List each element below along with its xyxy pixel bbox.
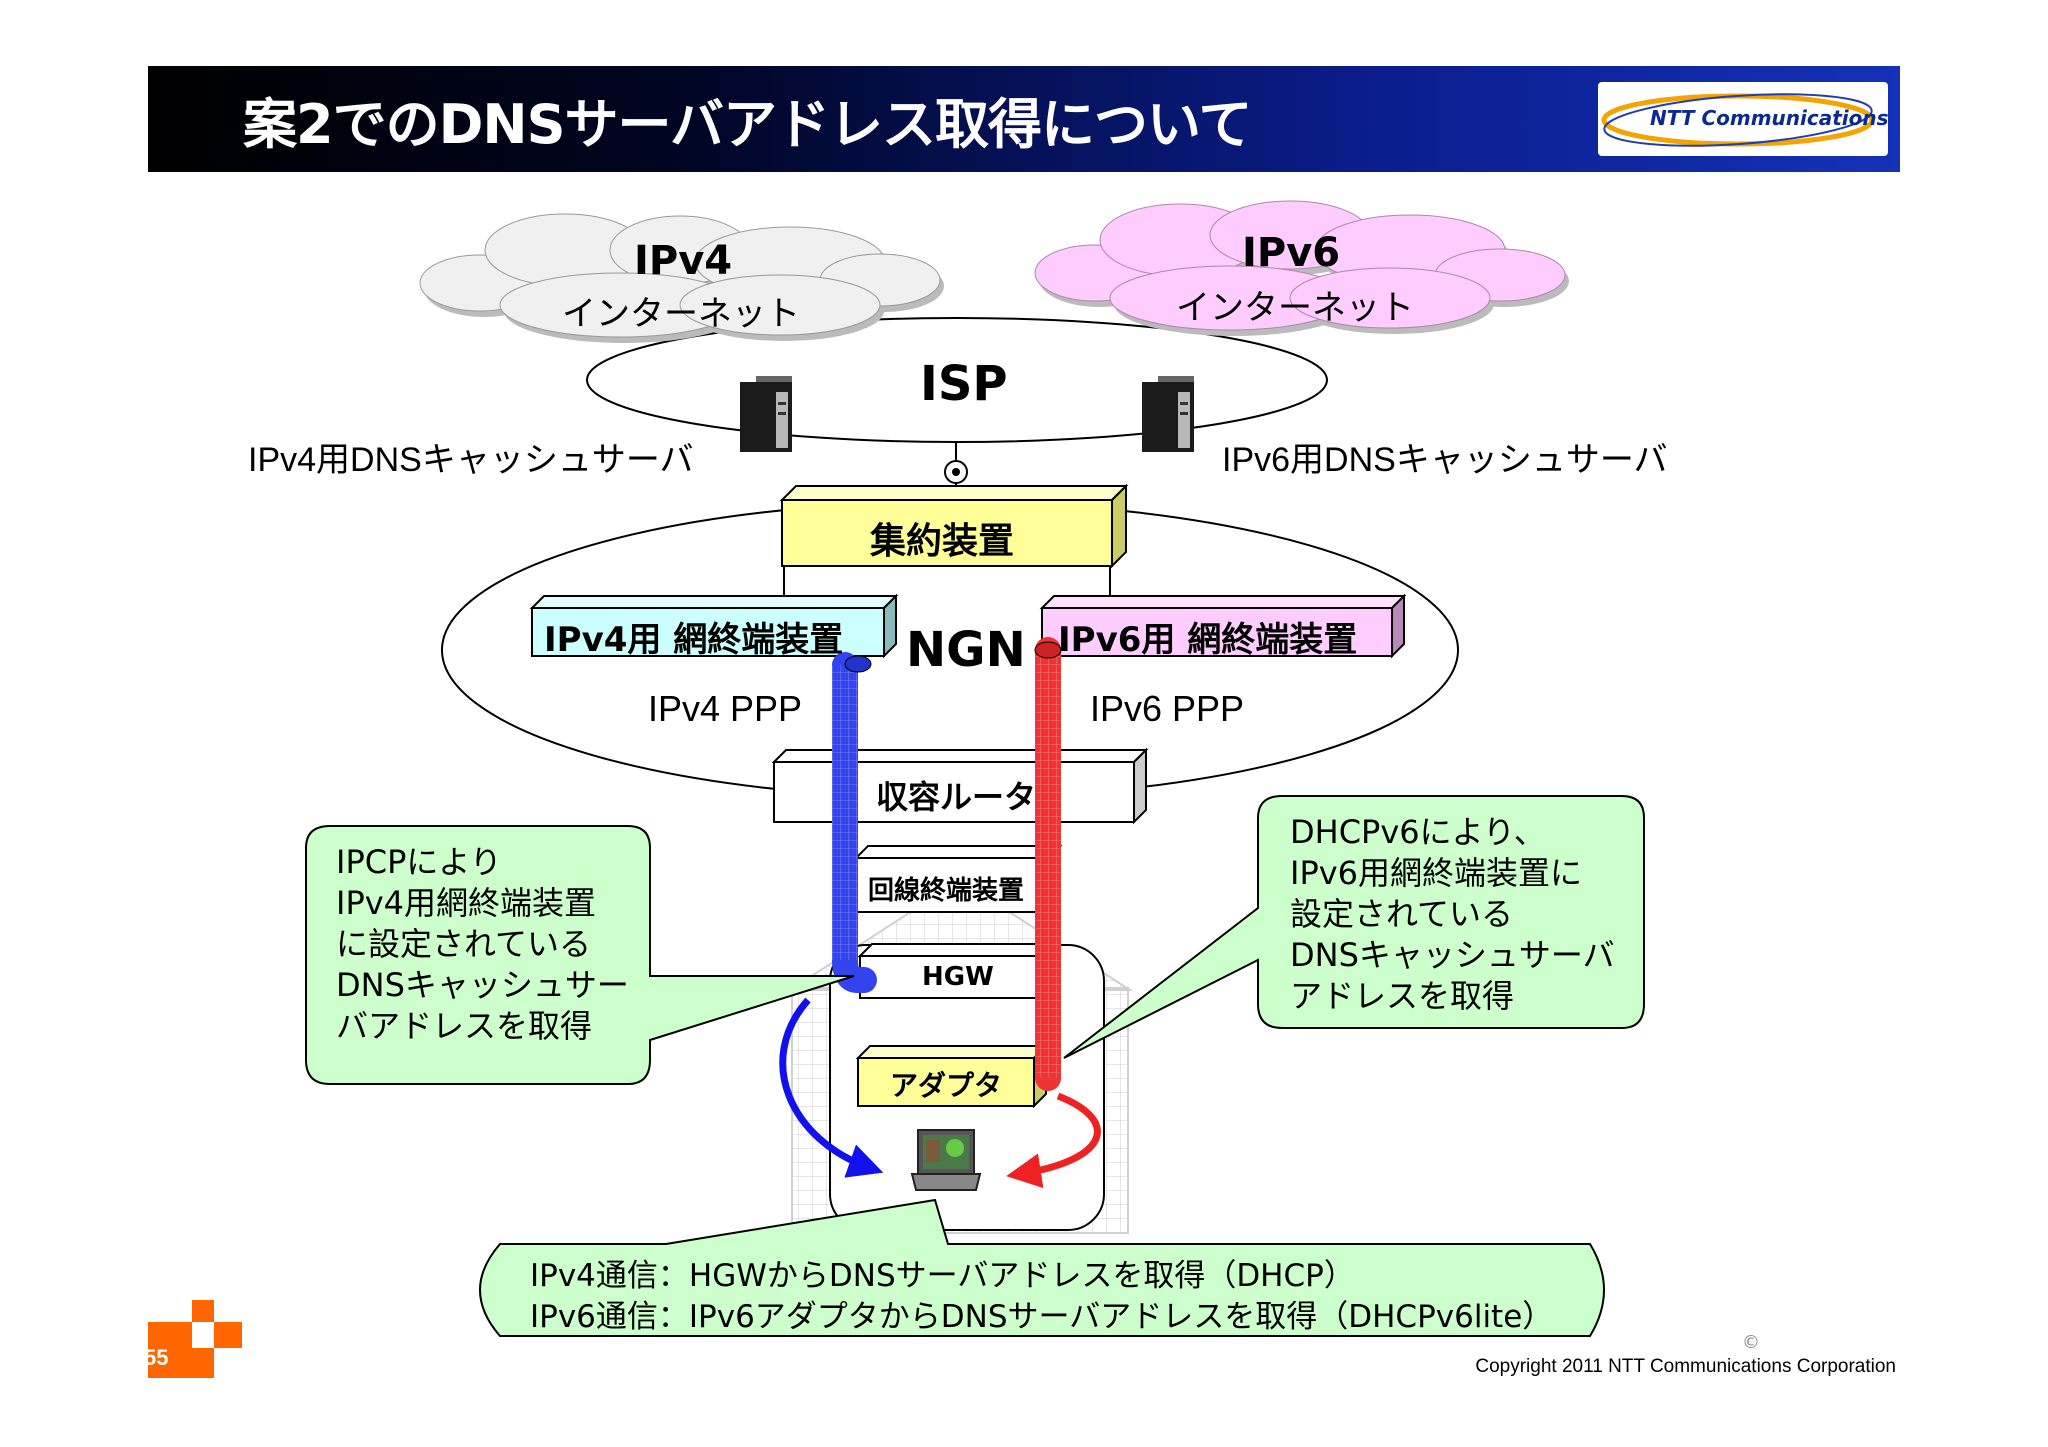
bottom-callout: IPv4通信：HGWからDNSサーバアドレスを取得（DHCP） IPv6通信：I… [530,1256,1553,1338]
company-logo: NTT Communications [1598,82,1889,156]
ipv4-terminal-label: IPv4用 網終端装置 [544,620,844,660]
left-callout-shape [305,825,855,1085]
right-callout-line: アドレスを取得 [1290,977,1515,1015]
ipv4-cloud [419,213,944,343]
ipv4-dns-server-label: IPv4用DNSキャッシュサーバ [248,441,694,479]
right-callout-line: DNSキャッシュサーバ [1290,936,1615,974]
ngn-label: NGN [906,622,1026,678]
right-callout-shape [1063,795,1645,1059]
logo-swoosh-icon [1601,93,1875,147]
left-callout-line: バアドレスを取得 [336,1007,593,1045]
title-bar: 案2でのDNSサーバアドレス取得について NTT Communications [148,66,1900,172]
ipv6-dns-server-icon [1142,376,1194,452]
copyright-text: Copyright 2011 NTT Communications Corpor… [1475,1356,1896,1377]
ipv6-cloud-subtitle: インターネット [1176,289,1414,327]
aggregation-box-shape [779,483,1129,569]
bottom-callout-shape [479,1198,1605,1337]
ipv6-ppp-label: IPv6 PPP [1090,688,1245,729]
page-title: 案2でのDNSサーバアドレス取得について [243,93,1252,156]
ipv6-cloud [1034,200,1569,336]
ipv4-cloud-subtitle: インターネット [562,295,800,333]
ipv4-ppp-label: IPv4 PPP [648,688,803,729]
right-callout: DHCPv6により、 IPv6用網終端装置に 設定されている DNSキャッシュサ… [1290,812,1615,1017]
ipv6-cloud-title: IPv6 [1242,230,1341,276]
bottom-callout-line: IPv6通信：IPv6アダプタからDNSサーバアドレスを取得（DHCPv6lit… [530,1299,1554,1335]
ipv6-dns-arrow [1006,1092,1101,1189]
ipv4-cloud-title: IPv4 [634,238,733,284]
page-badge [148,1300,242,1378]
right-callout-line: DHCPv6により、 [1290,813,1546,851]
copyright-symbol: © [1742,1332,1760,1353]
ipv4-terminal-box-shape [529,593,899,659]
page-number: 55 [144,1345,169,1370]
hgw-label: HGW [922,962,994,992]
ipv6-pppoe-pipe [1034,637,1062,1091]
left-callout-line: IPCPにより [336,843,502,881]
left-callout-line: に設定されている [336,925,592,963]
bottom-callout-line: IPv4通信：HGWからDNSサーバアドレスを取得（DHCP） [530,1258,1355,1294]
right-callout-line: 設定されている [1290,895,1514,933]
ipv6-terminal-box-shape [1039,593,1407,659]
isp-label: ISP [920,356,1008,412]
laptop-icon [910,1129,982,1191]
left-callout-line: IPv4用網終端装置 [336,884,597,922]
hgw-box-shape [857,941,1057,1001]
router-label: 収容ルータ [876,778,1037,816]
aggregation-label: 集約装置 [870,521,1015,562]
adapter-box-shape [855,1043,1049,1109]
left-callout-line: DNSキャッシュサー [336,966,629,1004]
ipv4-dns-server-icon [740,376,792,452]
line-terminal-label: 回線終端装置 [868,876,1025,906]
logo-text: NTT Communications [1650,106,1889,130]
left-callout: IPCPにより IPv4用網終端装置 に設定されている DNSキャッシュサー バ… [336,842,629,1047]
adapter-label: アダプタ [890,1069,1003,1102]
ipv4-dns-arrow [779,997,884,1178]
right-callout-line: IPv6用網終端装置に [1290,854,1583,892]
ipv6-terminal-label: IPv6用 網終端装置 [1058,620,1358,660]
ipv6-dns-server-label: IPv6用DNSキャッシュサーバ [1222,441,1668,479]
